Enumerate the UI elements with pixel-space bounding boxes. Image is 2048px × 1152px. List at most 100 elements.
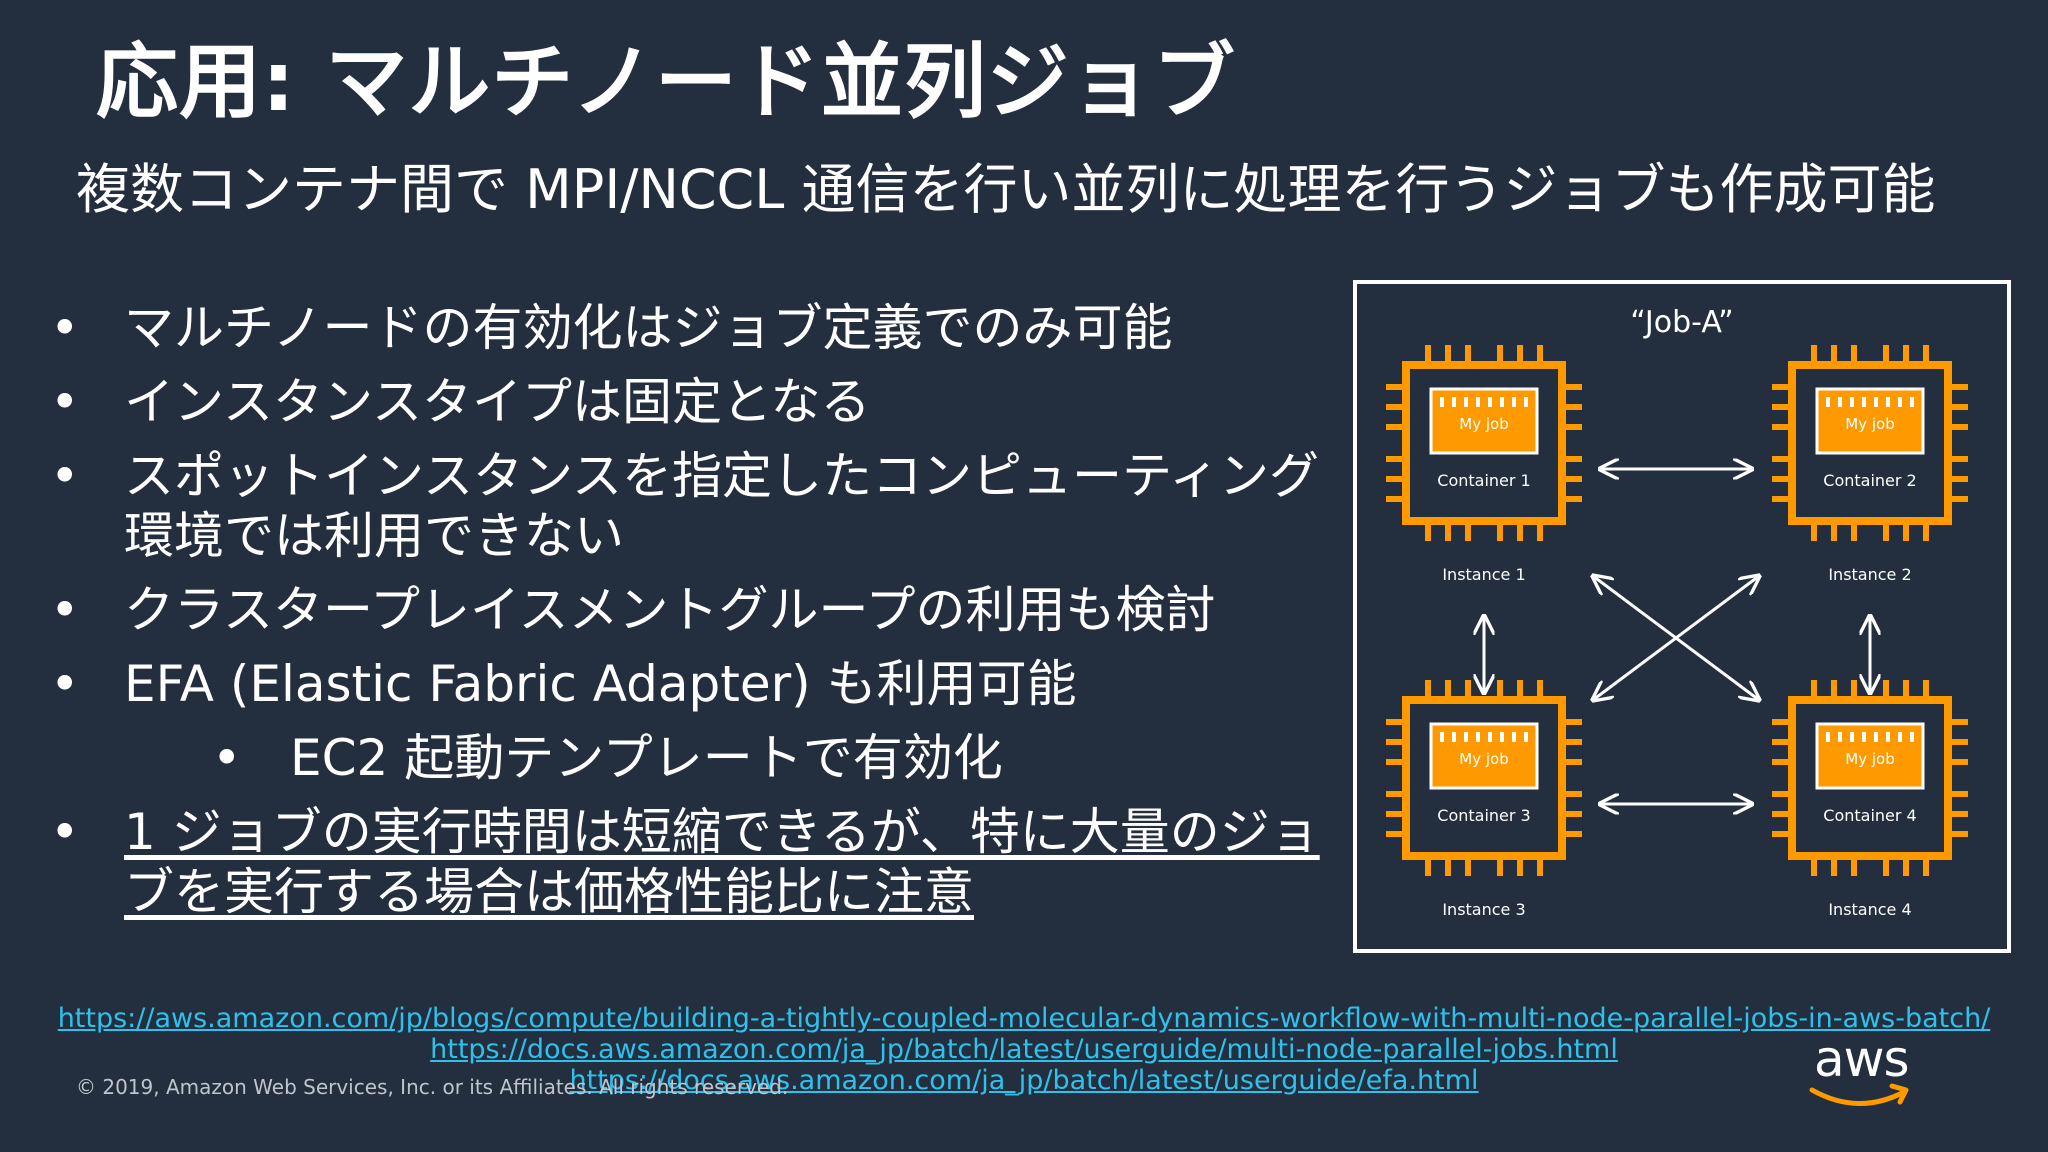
bullet-text: スポットインスタンスを指定したコンピューティング環境では利用できない	[124, 447, 1319, 565]
reference-link[interactable]: https://docs.aws.amazon.com/ja_jp/batch/…	[430, 1034, 1618, 1065]
chip-pin	[1831, 345, 1837, 365]
instance-label: Instance 3	[1442, 900, 1525, 919]
chip-pin	[1386, 831, 1406, 837]
job-box-tick	[1464, 397, 1468, 407]
bullet-marker: •	[50, 655, 80, 713]
chip-pin	[1465, 521, 1471, 541]
chip-pin	[1386, 496, 1406, 502]
chip-pin	[1497, 856, 1503, 876]
job-box-tick	[1500, 732, 1504, 742]
chip-pin	[1497, 680, 1503, 700]
aws-logo: aws	[1808, 1030, 1916, 1112]
slide-subtitle: 複数コンテナ間で MPI/NCCL 通信を行い並列に処理を行うジョブも作成可能	[76, 158, 1936, 221]
bullet-text: マルチノードの有効化はジョブ定義でのみ可能	[124, 299, 1173, 357]
reference-link[interactable]: https://aws.amazon.com/jp/blogs/compute/…	[57, 1003, 1991, 1034]
chip-pin	[1883, 521, 1889, 541]
job-box-tick	[1886, 732, 1890, 742]
job-box-tick	[1500, 397, 1504, 407]
chip-pin	[1772, 759, 1792, 765]
container-label: Container 4	[1823, 806, 1916, 825]
job-label: My job	[1459, 415, 1508, 433]
bullet-text: クラスタープレイスメントグループの利用も検討	[124, 581, 1216, 639]
chip-pin	[1425, 680, 1431, 700]
job-box-tick	[1862, 732, 1866, 742]
job-box-tick	[1476, 732, 1480, 742]
chip-pin	[1831, 521, 1837, 541]
instance-label: Instance 1	[1442, 565, 1525, 584]
chip-pin	[1903, 521, 1909, 541]
chip-pin	[1562, 456, 1582, 462]
chip-pin	[1948, 791, 1968, 797]
bullet-item: • スポットインスタンスを指定したコンピューティング環境では利用できない	[40, 446, 1330, 566]
chip-pin	[1811, 680, 1817, 700]
chip-pin	[1772, 811, 1792, 817]
chip-pin	[1537, 521, 1543, 541]
bullet-text: EC2 起動テンプレートで有効化	[290, 729, 1003, 787]
chip-pin	[1425, 856, 1431, 876]
job-box-tick	[1440, 397, 1444, 407]
chip-pin	[1948, 496, 1968, 502]
bullet-text: 1 ジョブの実行時間は短縮できるが、特に大量のジョブを実行する場合は価格性能比に…	[124, 803, 1320, 921]
job-box-tick	[1838, 397, 1842, 407]
chip-pin	[1883, 856, 1889, 876]
job-box-tick	[1452, 732, 1456, 742]
chip-pin	[1386, 384, 1406, 390]
chip-pin	[1445, 680, 1451, 700]
chip-pin	[1386, 424, 1406, 430]
arrow-2-3	[1593, 576, 1759, 700]
job-box-tick	[1512, 397, 1516, 407]
job-box-tick	[1874, 397, 1878, 407]
chip-pin	[1772, 719, 1792, 725]
chip-pin	[1465, 856, 1471, 876]
chip-pin	[1386, 759, 1406, 765]
chip-pin	[1562, 404, 1582, 410]
bullet-item: • クラスタープレイスメントグループの利用も検討	[40, 580, 1330, 640]
chip-pin	[1923, 680, 1929, 700]
chip-pin	[1851, 680, 1857, 700]
job-box-tick	[1464, 732, 1468, 742]
bullet-marker: •	[50, 373, 80, 431]
job-box-tick	[1826, 397, 1830, 407]
job-box-tick	[1524, 732, 1528, 742]
bullet-item: • 1 ジョブの実行時間は短縮できるが、特に大量のジョブを実行する場合は価格性能…	[40, 802, 1330, 922]
job-box-tick	[1886, 397, 1890, 407]
job-box-tick	[1512, 732, 1516, 742]
aws-smile-icon	[1809, 1083, 1909, 1106]
chip-pin	[1948, 404, 1968, 410]
chip-pin	[1562, 759, 1582, 765]
reference-link[interactable]: https://docs.aws.amazon.com/ja_jp/batch/…	[569, 1065, 1479, 1096]
chip-pin	[1772, 476, 1792, 482]
chip-pin	[1562, 384, 1582, 390]
instance-label: Instance 2	[1828, 565, 1911, 584]
chip-pin	[1831, 856, 1837, 876]
bullet-marker: •	[50, 299, 80, 357]
chip-pin	[1948, 739, 1968, 745]
bullet-marker: •	[50, 581, 80, 639]
chip-pin	[1517, 345, 1523, 365]
job-box-tick	[1898, 732, 1902, 742]
chip-pin	[1386, 719, 1406, 725]
chip-pin	[1562, 476, 1582, 482]
chip-pin	[1923, 856, 1929, 876]
chip-pin	[1517, 521, 1523, 541]
chip-pin	[1517, 680, 1523, 700]
bullet-item: • EFA (Elastic Fabric Adapter) も利用可能	[40, 654, 1330, 714]
chip-pin	[1562, 719, 1582, 725]
chip-pin	[1948, 424, 1968, 430]
chip-pin	[1772, 456, 1792, 462]
chip-pin	[1903, 680, 1909, 700]
job-box-tick	[1488, 732, 1492, 742]
bullet-text: EFA (Elastic Fabric Adapter) も利用可能	[124, 655, 1077, 713]
chip-pin	[1831, 680, 1837, 700]
job-box	[1429, 722, 1539, 790]
job-box-tick	[1838, 732, 1842, 742]
chip-pin	[1562, 739, 1582, 745]
chip-pin	[1562, 791, 1582, 797]
chip-pin	[1537, 680, 1543, 700]
job-box-tick	[1440, 732, 1444, 742]
chip-pin	[1948, 476, 1968, 482]
bullet-marker: •	[50, 447, 80, 505]
